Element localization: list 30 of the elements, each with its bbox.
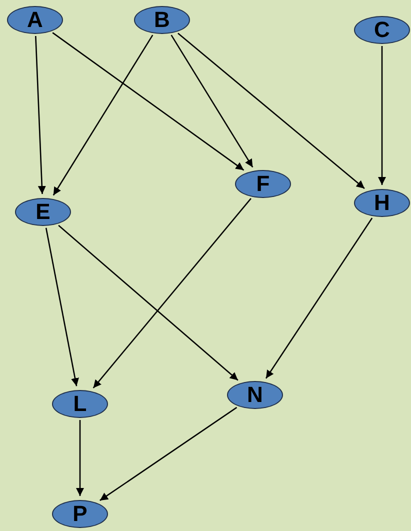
node-label: E: [36, 201, 50, 223]
node-ellipse: [354, 189, 410, 217]
arrow: [178, 32, 365, 189]
node-label: F: [256, 173, 270, 195]
arrow: [378, 46, 386, 185]
arrow: [76, 420, 84, 496]
node-ellipse: [134, 6, 190, 34]
node-label: L: [73, 393, 87, 415]
node-ellipse: [7, 6, 63, 34]
arrow: [52, 32, 244, 171]
node-label: H: [374, 192, 390, 214]
node-label: N: [247, 384, 263, 406]
node-ellipse: [52, 390, 108, 418]
node-label: P: [72, 503, 88, 525]
arrow: [265, 218, 373, 379]
arrow: [45, 228, 79, 386]
node-ellipse: [52, 500, 108, 528]
node-ellipse: [15, 198, 71, 226]
node-label: C: [374, 19, 390, 41]
node-ellipse: [354, 16, 410, 44]
node-ellipse: [235, 170, 291, 198]
arrow: [170, 34, 254, 168]
arrow: [35, 36, 46, 194]
arrow: [58, 224, 238, 381]
node-label: A: [27, 9, 43, 31]
arrow: [100, 406, 238, 501]
node-ellipse: [227, 381, 283, 409]
arrow: [52, 34, 154, 196]
node-label: B: [154, 9, 170, 31]
arrow: [92, 198, 252, 388]
